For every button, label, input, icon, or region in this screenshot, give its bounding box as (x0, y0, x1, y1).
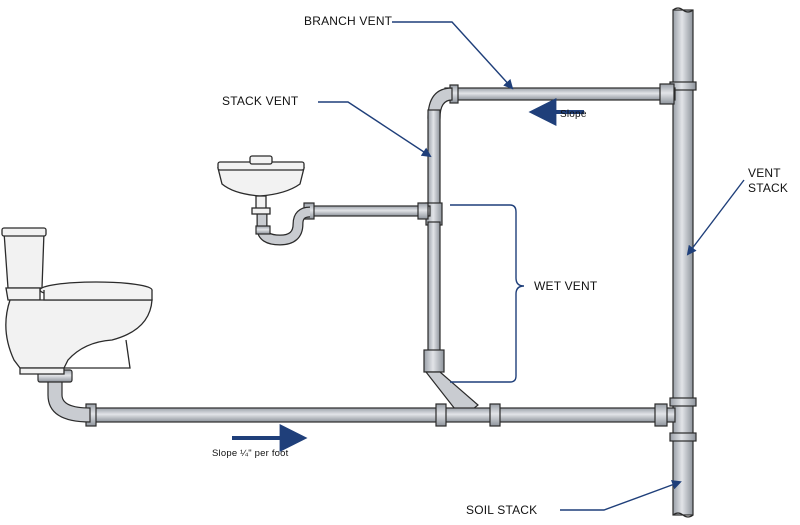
vent-stack-pipe (669, 7, 697, 518)
wet-vent-bracket (450, 204, 525, 383)
vent-stack-leader (686, 179, 745, 256)
branch-vent-leader (392, 21, 514, 90)
toilet-fixture-icon (1, 227, 153, 375)
sink-fixture-icon (217, 155, 305, 215)
vent-stack-label: VENT STACK (748, 166, 788, 196)
wet-vent-label: WET VENT (534, 279, 598, 293)
stack-vent-label: STACK VENT (222, 94, 299, 108)
main-drain-pipe (37, 369, 676, 427)
sink-drain-arm (255, 202, 431, 246)
stack-vent-pipe (427, 109, 441, 206)
branch-slope-label: Slope (560, 109, 587, 120)
drain-slope-label: Slope ¼" per foot (212, 448, 289, 459)
vent-stack-label-line2: STACK (748, 181, 789, 195)
branch-vent-label: BRANCH VENT (304, 14, 393, 28)
stack-vent-leader (318, 101, 432, 158)
vent-stack-label-line1: VENT (748, 166, 781, 180)
soil-stack-leader (560, 480, 682, 511)
branch-vent-pipe (427, 83, 676, 119)
soil-stack-label: SOIL STACK (466, 503, 538, 517)
wet-vent-pipe (423, 202, 479, 419)
